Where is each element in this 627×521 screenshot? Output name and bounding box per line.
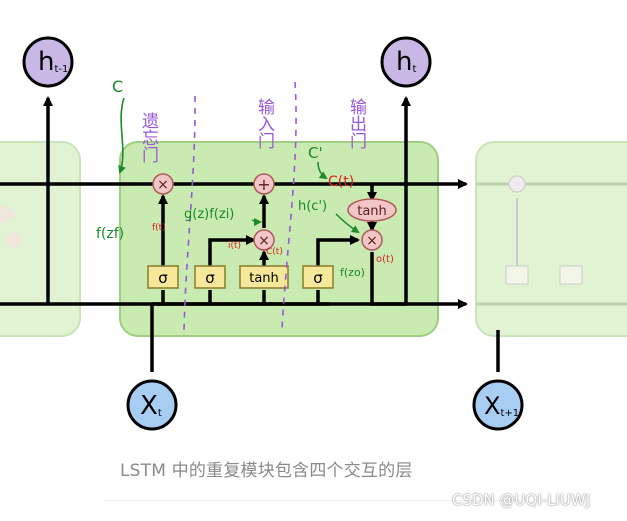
input-multiply-op: × [253,229,275,251]
watermark: CSDN @UQI-LIUWJ [452,491,591,509]
forget-multiply-op: × [152,173,174,195]
wires [43,96,500,372]
svg-text:ht: ht [396,47,416,77]
svg-text:Xt: Xt [140,391,162,421]
gate-dividers [183,81,297,331]
annotation-i-t: i(t) [228,241,241,251]
annotation-c-t-small: C(t) [266,247,283,257]
forget-sigma-gate: σ [147,265,179,289]
tanh-op: tanh [347,198,397,222]
annotation-c-prime: C' [308,144,323,162]
annotation-h-c-prime: h(c') [298,199,327,214]
svg-text:tanh: tanh [357,204,387,219]
svg-text:+: + [257,175,270,194]
svg-text:Xt+1: Xt+1 [484,392,519,420]
annotation-o-t: o(t) [376,254,394,265]
prev-cell [0,141,81,337]
annotation-f-zo: f(zo) [340,266,365,279]
annotation-output-gate: 输出门 [346,98,367,150]
h-prev-node: ht-1 [22,36,74,88]
output-sigma-gate: σ [302,265,334,289]
svg-text:σ: σ [205,269,215,287]
x-in-node: Xt [126,379,178,431]
caption-divider [104,500,524,501]
x-next-node: Xt+1 [472,379,524,431]
svg-text:σ: σ [313,269,323,287]
annotation-f-zf: f(zf) [96,226,124,242]
svg-text:ht-1: ht-1 [38,47,68,77]
svg-text:×: × [258,233,270,249]
add-op: + [253,173,275,195]
svg-text:×: × [366,233,378,249]
lstm-cell [119,141,439,337]
annotation-f-t: f(t) [152,223,166,233]
annotation-forget-gate: 遗忘门 [138,112,159,164]
h-out-node: ht [380,36,432,88]
input-sigma-gate: σ [194,265,226,289]
input-tanh-gate: tanh [239,265,289,289]
svg-text:σ: σ [158,269,168,287]
annotation-c: C [112,77,123,96]
svg-text:×: × [157,177,169,193]
annotation-g-z-f-zi: g(z)f(zi) [184,207,234,222]
figure-caption: LSTM 中的重复模块包含四个交互的层 [120,461,413,481]
annotation-input-gate: 输入门 [254,98,275,150]
next-cell [475,141,627,337]
output-multiply-op: × [361,229,383,251]
svg-text:tanh: tanh [249,271,279,286]
annotation-c-t: C(t) [328,174,354,190]
annotations: C 遗忘门 输入门 输出门 C' C(t) h(c') f(zf) f(t) g… [96,77,394,279]
